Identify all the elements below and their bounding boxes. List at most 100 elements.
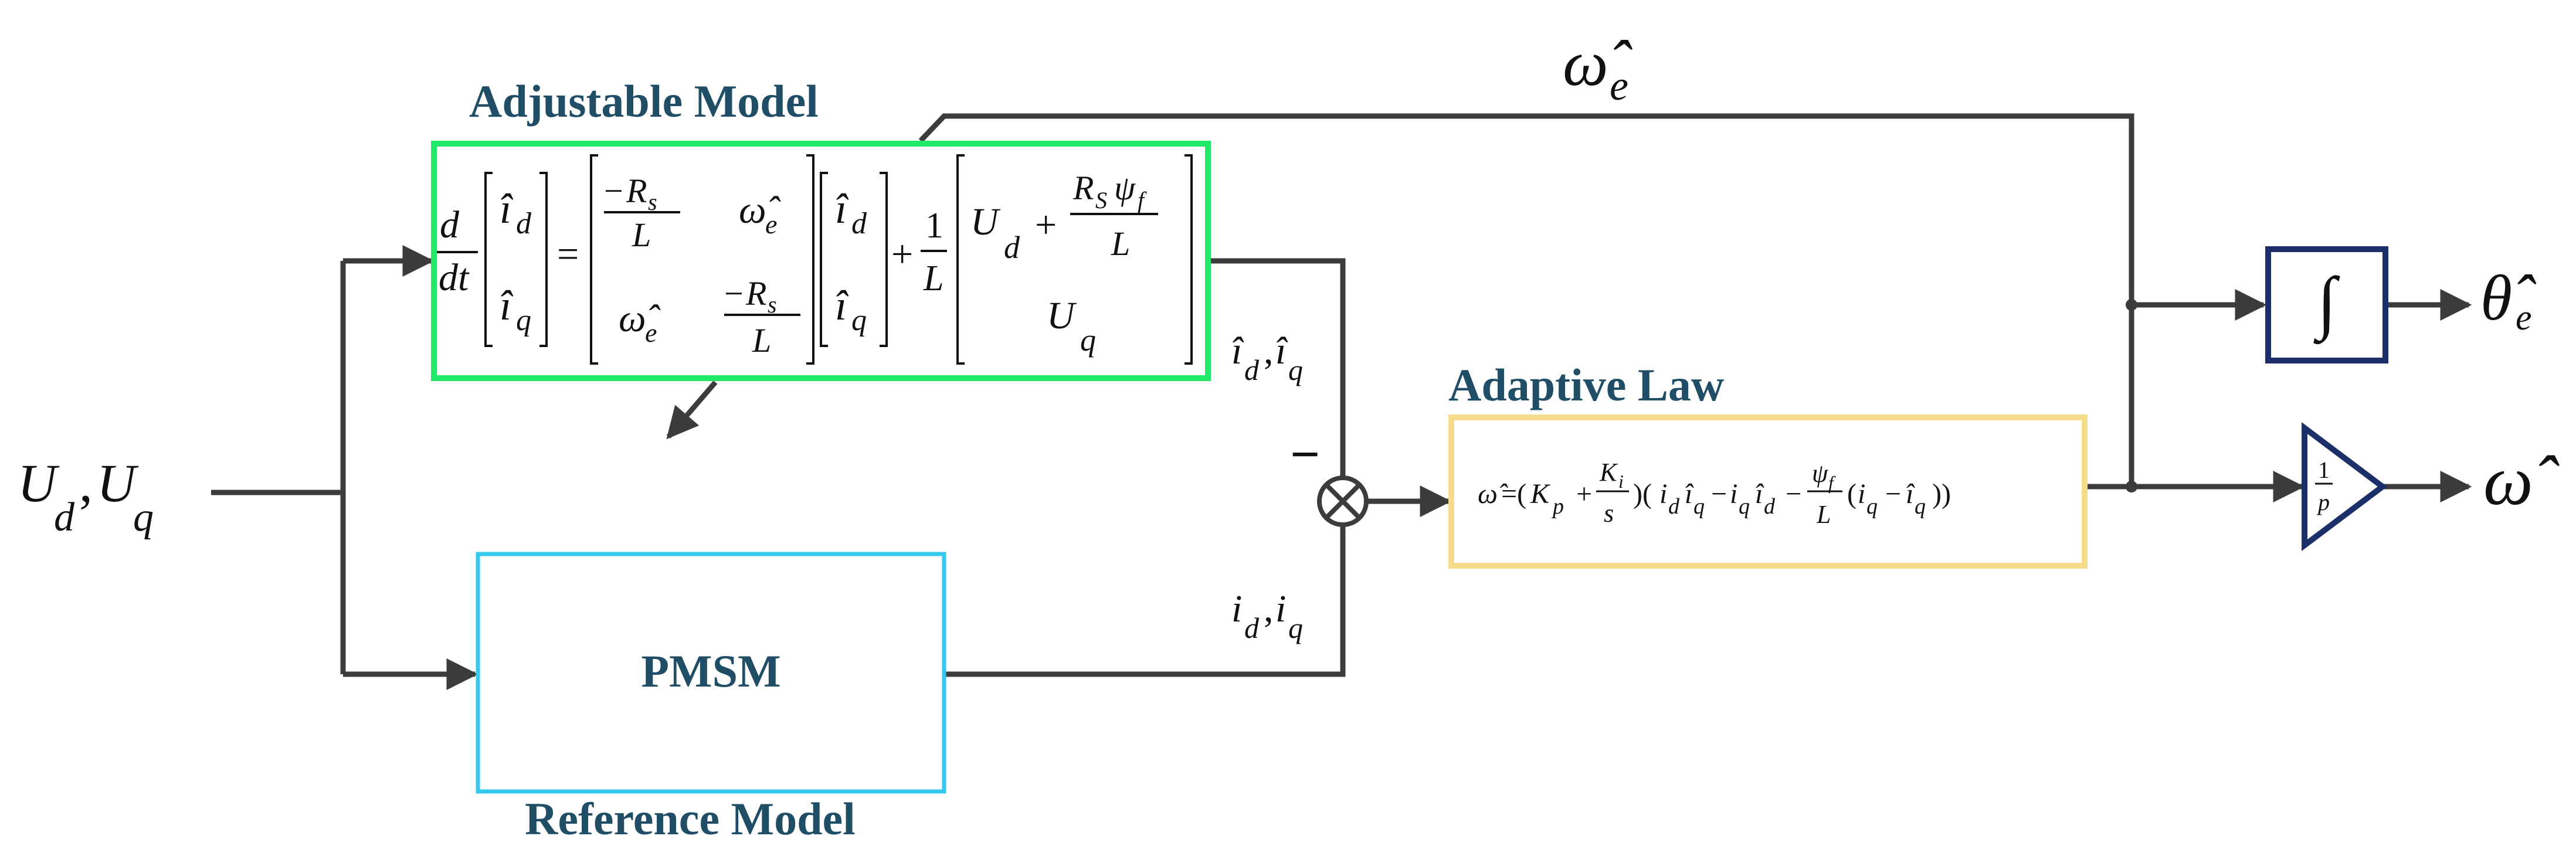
integrator-block	[2265, 246, 2388, 363]
input-signal-label: Ud , Uq	[18, 453, 154, 540]
svg-text:s: s	[768, 291, 777, 318]
svg-text:q: q	[851, 304, 867, 337]
svg-text:−: −	[1885, 478, 1901, 509]
svg-text:p: p	[1551, 494, 1564, 519]
svg-text:q: q	[1693, 494, 1705, 519]
svg-text:î: î	[835, 185, 849, 232]
svg-text:i: i	[1275, 587, 1286, 630]
svg-text:î: î	[835, 282, 849, 329]
svg-text:ω̂: ω̂	[2483, 441, 2560, 519]
reference-model-title: Reference Model	[525, 793, 856, 844]
svg-text:i: i	[1659, 478, 1667, 509]
svg-text:=(: =(	[1501, 478, 1526, 509]
svg-text:−: −	[1711, 478, 1727, 509]
svg-text:1: 1	[925, 206, 943, 246]
svg-text:L: L	[752, 321, 771, 359]
gain-block	[2302, 422, 2388, 552]
svg-text:=: =	[557, 233, 579, 276]
svg-text:î: î	[1906, 478, 1915, 509]
adaptation-arrow	[666, 380, 718, 440]
svg-text:L: L	[1111, 225, 1130, 263]
svg-text:−: −	[724, 274, 744, 312]
svg-text:d: d	[54, 495, 75, 540]
gain-denominator: p	[2316, 489, 2330, 515]
svg-text:e: e	[1610, 62, 1628, 109]
adjustable-model-title: Adjustable Model	[469, 76, 819, 127]
svg-text:ψ: ψ	[1114, 169, 1136, 207]
svg-text:d: d	[1668, 494, 1680, 519]
svg-text:K: K	[1530, 478, 1551, 509]
svg-text:q: q	[1288, 354, 1303, 386]
adaptive-law-box	[1448, 414, 2088, 569]
svg-text:,: ,	[1264, 587, 1274, 630]
svg-text:d: d	[440, 203, 460, 246]
svg-text:q: q	[1915, 494, 1926, 519]
svg-text:L: L	[923, 259, 943, 298]
svg-text:R: R	[745, 274, 766, 312]
svg-text:+: +	[1576, 478, 1592, 509]
svg-text:dt: dt	[439, 256, 470, 299]
adaptive-law-title: Adaptive Law	[1448, 359, 1725, 410]
svg-text:d: d	[1244, 611, 1260, 644]
svg-text:d: d	[516, 207, 532, 240]
svg-text:i: i	[1858, 478, 1865, 509]
measured-current-line	[944, 525, 1346, 677]
svg-text:i: i	[1618, 471, 1624, 492]
svg-text:L: L	[1816, 500, 1831, 529]
theta-output-label: θ̂e	[2480, 262, 2537, 338]
svg-text:s: s	[1604, 499, 1614, 528]
minus-sign: −	[1290, 426, 1320, 484]
svg-text:q: q	[1080, 322, 1096, 358]
feedback-junction-dot-bottom	[2126, 481, 2137, 492]
svg-text:U: U	[18, 453, 60, 513]
svg-text:q: q	[516, 304, 531, 337]
svg-text:s: s	[648, 189, 657, 215]
svg-text:ψ: ψ	[1812, 459, 1828, 488]
svg-text:î: î	[500, 185, 514, 232]
feedback-junction-dot-top	[2126, 299, 2137, 311]
svg-text:−: −	[1786, 478, 1801, 509]
svg-text:+: +	[891, 233, 913, 276]
svg-text:d: d	[851, 207, 867, 240]
svg-text:+: +	[1035, 203, 1057, 246]
pmsm-label: PMSM	[641, 645, 781, 696]
svg-text:)(: )(	[1633, 478, 1652, 509]
svg-text:,: ,	[1264, 329, 1274, 372]
svg-text:K: K	[1599, 458, 1618, 487]
svg-text:î: î	[1755, 478, 1764, 509]
svg-text:î: î	[1685, 478, 1694, 509]
svg-text:î: î	[1231, 329, 1244, 372]
svg-text:,: ,	[79, 453, 93, 513]
svg-text:R: R	[626, 172, 647, 210]
svg-text:e: e	[645, 318, 657, 348]
svg-text:q: q	[1739, 494, 1750, 519]
svg-text:(: (	[1847, 478, 1857, 509]
svg-text:e: e	[765, 209, 777, 239]
svg-text:)): ))	[1932, 478, 1951, 509]
svg-text:S: S	[1095, 187, 1107, 213]
pmsm-box	[476, 552, 946, 794]
svg-text:U: U	[1047, 294, 1077, 337]
svg-text:e: e	[2516, 298, 2532, 338]
svg-text:q: q	[1288, 611, 1303, 644]
svg-text:d: d	[1004, 230, 1020, 265]
svg-text:i: i	[1730, 478, 1737, 509]
svg-text:U: U	[970, 201, 1001, 243]
estimated-current-line	[1208, 258, 1346, 478]
svg-text:q: q	[133, 495, 154, 540]
svg-text:î: î	[500, 282, 514, 329]
svg-text:d: d	[1244, 354, 1260, 386]
signal-lines	[211, 113, 2472, 690]
omega-e-feedback-label: ω̂e	[1563, 28, 1633, 109]
integrator-symbol: ∫	[2313, 263, 2341, 345]
svg-text:î: î	[1275, 329, 1288, 372]
svg-text:i: i	[1231, 587, 1242, 630]
svg-text:−: −	[604, 172, 623, 210]
omega-output-label: ω̂	[2483, 441, 2560, 519]
svg-text:d: d	[1764, 494, 1776, 519]
svg-text:L: L	[632, 216, 651, 254]
